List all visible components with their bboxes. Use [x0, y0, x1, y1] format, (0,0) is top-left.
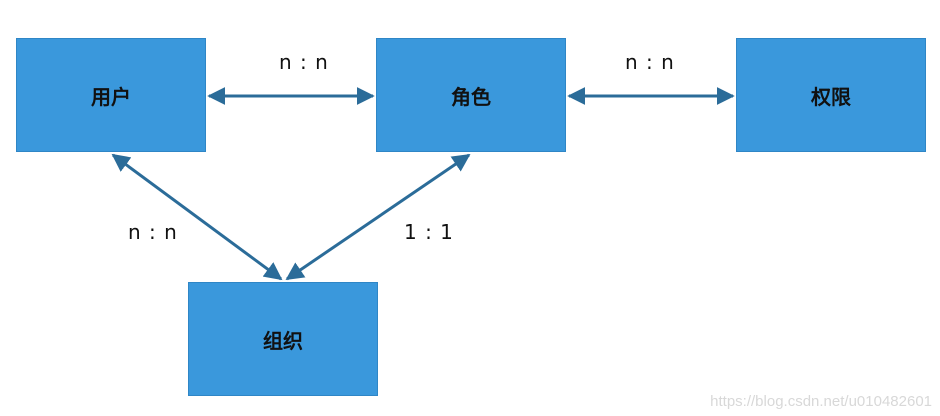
- edge-label-user-organization: n : n: [128, 220, 178, 244]
- node-permission: 权限: [736, 38, 926, 152]
- edge-label-user-role: n : n: [279, 50, 329, 74]
- node-user: 用户: [16, 38, 206, 152]
- node-role-label: 角色: [451, 84, 491, 109]
- watermark: https://blog.csdn.net/u010482601: [710, 393, 932, 410]
- edge-label-role-permission: n : n: [625, 50, 675, 74]
- node-organization: 组织: [188, 282, 378, 396]
- connector-role-organization: [285, 153, 471, 281]
- node-role: 角色: [376, 38, 566, 152]
- node-permission-label: 权限: [811, 84, 851, 109]
- connector-user-organization: [111, 153, 283, 281]
- node-organization-label: 组织: [263, 328, 303, 353]
- node-user-label: 用户: [91, 84, 131, 109]
- edge-label-role-organization: 1 : 1: [404, 220, 454, 244]
